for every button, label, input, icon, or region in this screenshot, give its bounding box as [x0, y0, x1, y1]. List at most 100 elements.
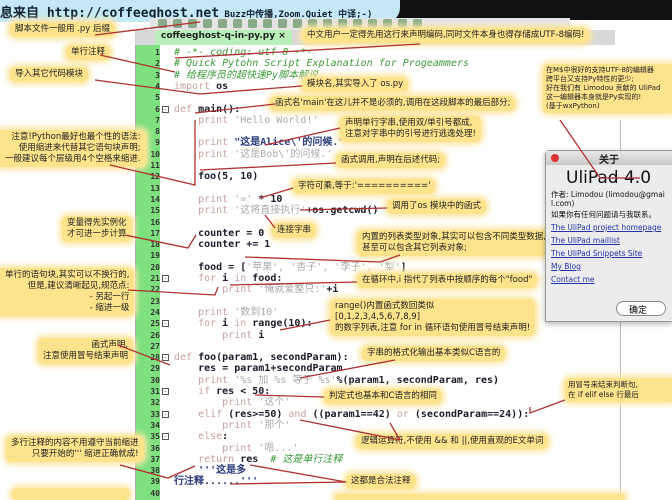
code-line[interactable]: print '%s 加 %s 等于 %s'%(param1, secondPar… — [174, 375, 499, 386]
code-line[interactable]: for i in food: — [174, 273, 282, 284]
fold-toggle-icon[interactable]: - — [162, 105, 169, 113]
code-line[interactable]: print '数到10' — [174, 307, 278, 318]
copy-icon[interactable] — [248, 19, 257, 28]
code-line[interactable]: elif (res>=50) and ((param1==42) or (sec… — [174, 409, 529, 420]
note-main: 函式名'main'在这儿并不是必须的,调用在这段脚本的最后部分; — [270, 96, 516, 111]
code-token: os — [210, 80, 229, 92]
paste-icon[interactable] — [263, 19, 272, 28]
code-line[interactable]: import os — [174, 81, 228, 92]
note-range: range()内置函式数回类似 [0,1,2,3,4,5,6,7,8,9] 的数… — [330, 299, 536, 336]
code-line[interactable]: foo(5, 10) — [174, 171, 258, 182]
code-line[interactable]: counter += 1 — [174, 239, 270, 250]
open-icon[interactable] — [173, 19, 182, 28]
code-token: '=' — [228, 193, 253, 205]
code-line[interactable]: return res # 这是单行注释 — [174, 454, 342, 465]
undo-icon[interactable] — [278, 19, 287, 28]
leader-line — [249, 464, 347, 483]
layout-icon[interactable] — [338, 19, 347, 28]
new-file-icon[interactable] — [158, 19, 167, 28]
code-line[interactable]: food = ['苹果', '杏子', '李子', '梨'] — [174, 262, 407, 273]
cut-icon[interactable] — [233, 19, 242, 28]
code-line[interactable]: res = param1+secondParam — [174, 363, 343, 374]
code-line[interactable]: print '=' * 10 — [174, 194, 282, 205]
code-token: '%s 加 %s 等于 %s' — [228, 374, 337, 386]
tab-coffeeghost-q-in-py[interactable]: coffeeghost-q-in-py.py × — [155, 30, 292, 45]
fold-toggle-icon[interactable]: - — [162, 320, 169, 328]
leader-line — [109, 120, 196, 186]
replace-icon[interactable] — [323, 19, 332, 28]
line-number: 18 — [150, 240, 160, 250]
line-number: 6 — [155, 104, 160, 114]
code-line[interactable]: if res < 50: — [174, 386, 270, 397]
code-editor[interactable]: 1# -*- coding: utf-8 -*-2# Quick Pytohn … — [135, 45, 615, 500]
debug-icon[interactable] — [383, 19, 392, 28]
fold-toggle-icon[interactable]: - — [162, 275, 169, 282]
plugin-icon[interactable] — [413, 19, 422, 28]
leader-line — [254, 394, 325, 398]
code-token: '''这是多 — [174, 465, 247, 477]
stop-icon[interactable] — [398, 19, 407, 28]
code-line[interactable]: print '俺就爱整只:'+i — [174, 284, 338, 295]
about-dialog: 关于 UliPad 4.0 作者: Limodou (limodou@gmail… — [545, 150, 672, 322]
code-line[interactable]: 行注释......''' — [174, 476, 258, 487]
fold-toggle-icon[interactable]: - — [162, 354, 169, 362]
line-number: 13 — [150, 183, 160, 193]
code-line[interactable]: for i in range(10): — [174, 318, 312, 329]
code-line[interactable]: def main(): — [174, 104, 240, 115]
leader-line — [119, 464, 196, 479]
code-token: # 这是单行注释 — [270, 453, 343, 465]
line-number: 39 — [150, 477, 160, 487]
code-line[interactable]: print 'Hello World!' — [174, 115, 318, 126]
note-format: 字串的格式化输出基本类似C语言的 — [362, 346, 506, 361]
code-token: print — [174, 284, 253, 296]
leader-line — [264, 214, 276, 229]
code-token: print — [174, 419, 253, 431]
note-ulipad: 在M$中很好的支持UTF-8的编辑器 跨平台又支持Py特性的更少; 好在我们有 … — [543, 64, 672, 113]
code-line[interactable]: else: — [174, 431, 228, 442]
ok-button[interactable]: 确定 — [616, 301, 666, 316]
link-blog[interactable]: My Blog — [551, 262, 581, 271]
code-token: +os.getcwd() — [306, 205, 379, 217]
fold-toggle-icon[interactable]: - — [162, 410, 169, 418]
code-line[interactable]: '''这是多 — [174, 465, 246, 476]
leader-line — [299, 419, 401, 441]
code-line[interactable]: print '这是Bob\'的问候.' — [174, 149, 332, 160]
code-line[interactable]: print '嗯...' — [174, 443, 298, 454]
leader-line — [94, 79, 201, 95]
close-icon[interactable] — [551, 154, 559, 162]
code-token: ] — [400, 261, 407, 273]
link-contact[interactable]: Contact me — [551, 275, 595, 284]
code-line[interactable]: # 给程序员的超快速Py脚本解说 — [174, 70, 318, 81]
code-token: counter = 0 — [174, 227, 265, 239]
link-maillist[interactable]: The UliPad maillist — [551, 236, 621, 245]
fold-toggle-icon[interactable]: - — [162, 433, 169, 441]
run-icon[interactable] — [368, 19, 377, 28]
code-token: res = param1+secondParam — [174, 363, 343, 375]
code-line[interactable]: print '这将直接执行'+os.getcwd() — [174, 205, 379, 217]
code-line[interactable]: print '这个' — [174, 397, 290, 408]
note-concat: 连接字串 — [272, 223, 317, 238]
note-string: 声明单行字串,使用双/单引号都成, 注意对字串中的引号进行逃逸处理! — [340, 116, 481, 142]
code-token: counter += 1 — [174, 239, 271, 251]
print-icon[interactable] — [218, 19, 227, 28]
link-homepage[interactable]: The UliPad project homepage — [551, 223, 662, 232]
code-token: foo(param1, secondParam): — [192, 352, 349, 364]
redo-icon[interactable] — [293, 19, 302, 28]
save-all-icon[interactable] — [203, 19, 212, 28]
code-line[interactable]: print '那个' — [174, 420, 290, 431]
code-line[interactable]: # Quick Pytohn Script Explanation for Pr… — [174, 58, 469, 69]
code-token: print — [174, 306, 229, 318]
code-line[interactable]: counter = 0 — [174, 228, 264, 239]
code-line[interactable]: print "这是Alice\'的问候." — [174, 137, 344, 148]
fold-toggle-icon[interactable]: - — [162, 388, 169, 395]
window-icon[interactable] — [353, 19, 362, 28]
line-number: 21 — [150, 274, 160, 283]
link-snippets[interactable]: The UliPad Snippets Site — [551, 249, 643, 258]
code-token: if — [174, 386, 211, 397]
code-line[interactable]: print i — [174, 330, 264, 341]
find-icon[interactable] — [308, 19, 317, 28]
code-line[interactable]: def foo(param1, secondParam): — [174, 352, 349, 363]
line-number: 12 — [150, 172, 160, 182]
note-indent: 注意!Python最好也最个性的语法: 使用缩进来代替其它语句块声明; 一般建议… — [0, 130, 146, 167]
line-number: 27 — [150, 341, 160, 351]
